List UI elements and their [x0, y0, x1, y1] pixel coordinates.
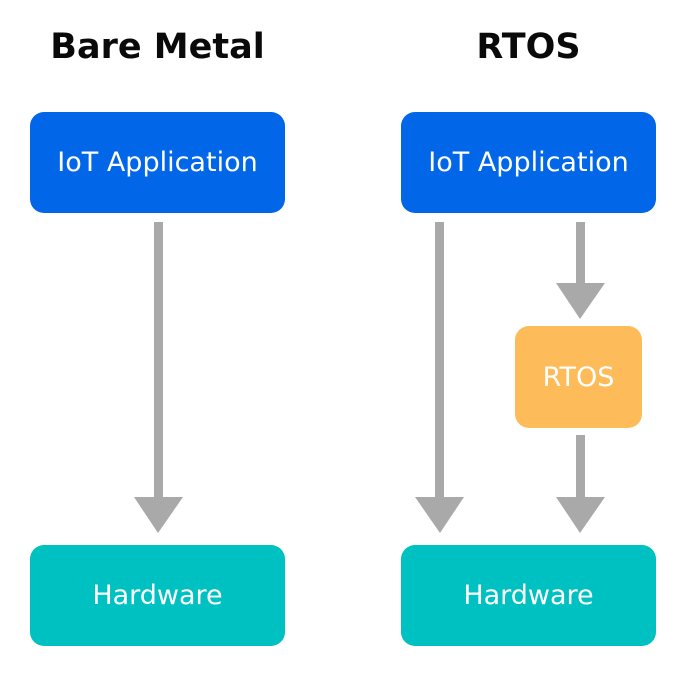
iot-application-label: IoT Application [57, 147, 258, 178]
arrow-app-to-hardware-right [415, 222, 464, 533]
arrow-app-to-rtos [556, 222, 605, 319]
iot-application-label: IoT Application [428, 147, 629, 178]
rtos-label: RTOS [542, 361, 615, 393]
hardware-label: Hardware [463, 580, 594, 611]
arrow-app-to-hardware-left [134, 222, 183, 533]
rtos-box: RTOS [515, 326, 642, 428]
hardware-box-rtos: Hardware [401, 545, 656, 646]
arrow-rtos-to-hardware [556, 435, 605, 533]
iot-application-box-rtos: IoT Application [401, 112, 656, 213]
hardware-box-bare-metal: Hardware [30, 545, 285, 646]
hardware-label: Hardware [92, 580, 223, 611]
bare-metal-title: Bare Metal [50, 27, 265, 67]
iot-application-box-bare-metal: IoT Application [30, 112, 285, 213]
rtos-title: RTOS [476, 27, 581, 67]
